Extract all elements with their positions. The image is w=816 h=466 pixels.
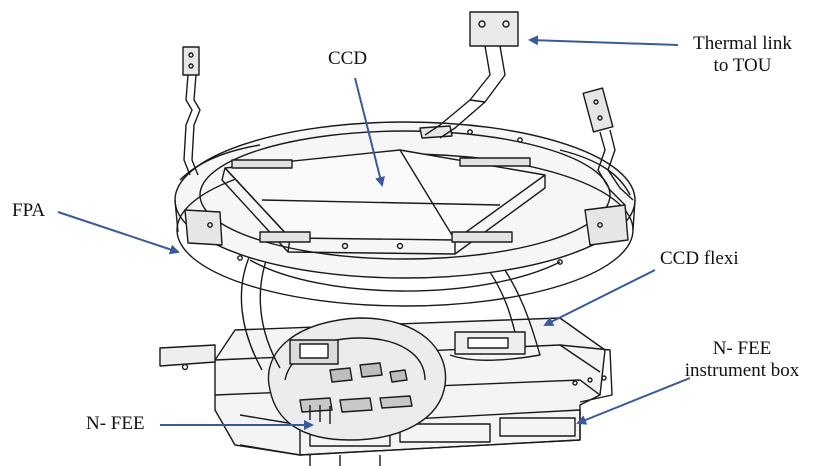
label-ccd: CCD <box>328 48 368 69</box>
arrow-thermal-link <box>528 35 679 46</box>
label-nfee: N- FEE <box>86 413 145 434</box>
label-fpa: FPA <box>12 200 46 221</box>
nfee-board-drawing <box>267 317 447 441</box>
instrument-drawing <box>159 11 636 466</box>
arrow-nfee-box <box>576 377 691 425</box>
label-thermal-link-line1: Thermal link <box>693 33 792 54</box>
label-thermal-link-line2: to TOU <box>713 55 772 76</box>
ccd-drawing <box>221 149 546 255</box>
thermal-links-drawing <box>182 11 634 206</box>
label-nfee-instrument-box: N- FEE instrument box <box>672 338 812 382</box>
label-nfee-box-line2: instrument box <box>684 360 800 381</box>
label-thermal-link: Thermal link to TOU <box>680 33 805 77</box>
label-ccd-flexi: CCD flexi <box>660 248 739 269</box>
arrow-ccd-flexi <box>543 269 656 326</box>
arrow-fpa <box>57 211 180 255</box>
label-nfee-box-line1: N- FEE <box>712 338 772 359</box>
arrow-ccd <box>354 77 385 187</box>
callout-arrows <box>57 35 691 430</box>
